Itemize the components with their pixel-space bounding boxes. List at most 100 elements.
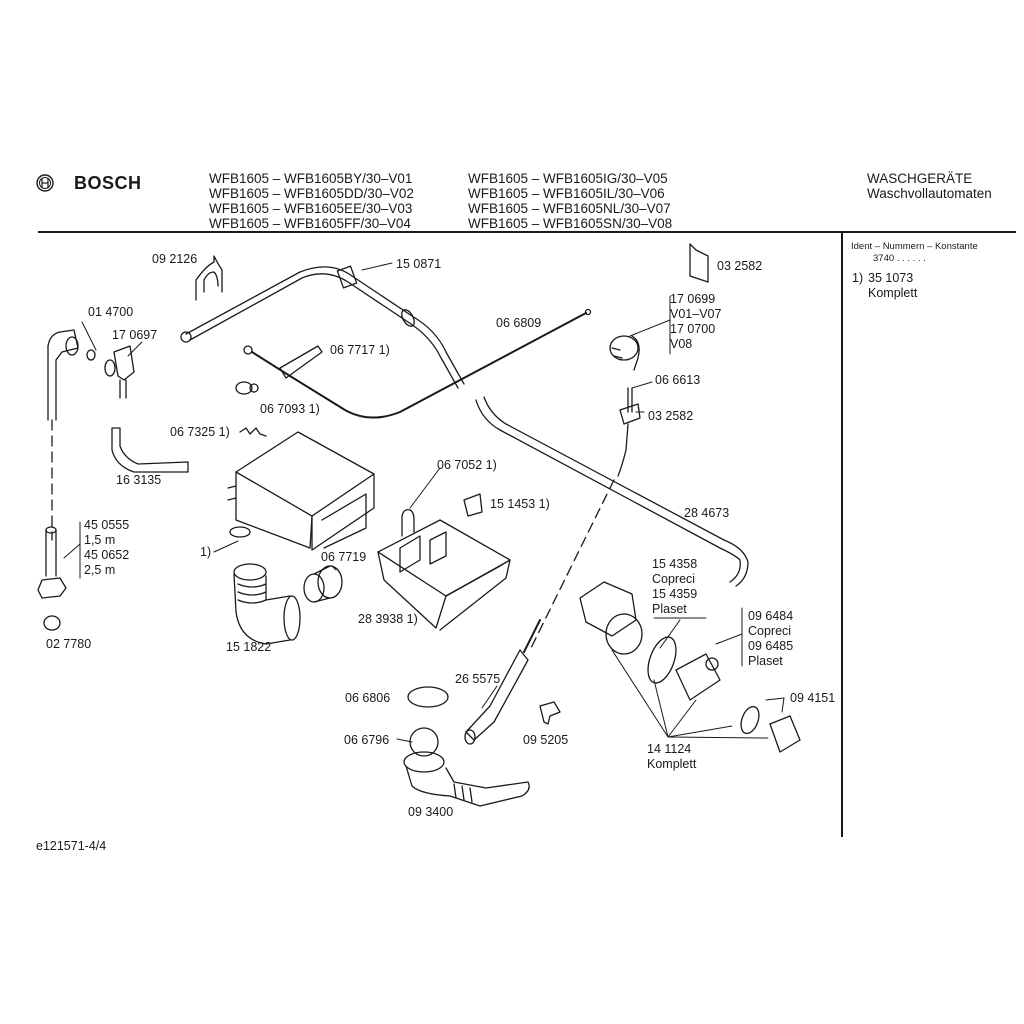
hose-150871-drawing (180, 265, 465, 389)
part-label-067719[interactable]: 06 7719 (321, 550, 367, 564)
note-marker: 1) (852, 271, 864, 285)
part-number: 45 0652 (84, 548, 130, 562)
part-number: 17 0700 (670, 322, 716, 336)
part-label-067325[interactable]: 06 7325 1) (170, 425, 230, 439)
part-variant: V08 (670, 337, 693, 351)
note-part-number: 35 1073 (868, 271, 914, 285)
model-list-left: WFB1605 – WFB1605BY/30–V01 WFB1605 – WFB… (209, 171, 414, 231)
part-label-283938[interactable]: 28 3938 1) (358, 612, 418, 626)
category-block: WASCHGERÄTE Waschvollautomaten (867, 171, 992, 201)
holder-092126-drawing (195, 255, 223, 301)
part-length: 2,5 m (84, 563, 116, 577)
category-title: WASCHGERÄTE (867, 171, 973, 186)
part-label-096484[interactable]: 09 6484 Copreci 09 6485 Plaset (748, 609, 793, 669)
part-label-141124[interactable]: 14 1124 Komplett (647, 742, 696, 772)
part-label-032582-top[interactable]: 03 2582 (717, 259, 763, 273)
header-divider (38, 231, 1016, 233)
sensor-tube-drawing (529, 387, 641, 651)
bosch-logo-icon (36, 174, 54, 197)
siphon-067052-drawing (401, 508, 415, 537)
model-line: WFB1605 – WFB1605IL/30–V06 (468, 186, 665, 201)
sleeve-067719-drawing (303, 565, 343, 603)
ident-value: 3740 . . . . . . (873, 253, 926, 264)
drawer-283938-drawing (377, 519, 511, 631)
model-line: WFB1605 – WFB1605SN/30–V08 (468, 216, 673, 231)
clip-067093-drawing (235, 381, 259, 395)
valve-170697-drawing (104, 345, 135, 399)
part-label-066809[interactable]: 06 6809 (496, 316, 542, 330)
part-number: 09 6485 (748, 639, 794, 653)
part-number: 45 0555 (84, 518, 130, 532)
part-label-footnote-1[interactable]: 1) (200, 545, 212, 559)
part-number: 15 4358 (652, 557, 698, 571)
clamp-066806-drawing (407, 686, 449, 708)
bracket-032582-drawing (689, 243, 709, 283)
part-label-284673[interactable]: 28 4673 (684, 506, 730, 520)
part-label-170699[interactable]: 17 0699 V01–V07 17 0700 V08 (670, 292, 721, 352)
model-line: WFB1605 – WFB1605IG/30–V05 (468, 171, 668, 186)
brand-name: BOSCH (74, 173, 142, 193)
part-label-066613[interactable]: 06 6613 (655, 373, 701, 387)
part-manufacturer: Plaset (652, 602, 687, 616)
part-label-032582-bottom[interactable]: 03 2582 (648, 409, 694, 423)
drawer-housing-drawing (227, 431, 375, 551)
part-label-170697[interactable]: 17 0697 (112, 328, 158, 342)
part-label-066806[interactable]: 06 6806 (345, 691, 391, 705)
part-manufacturer: Copreci (652, 572, 696, 586)
hose-450555-drawing (37, 526, 67, 599)
part-label-067717[interactable]: 06 7717 1) (330, 343, 390, 357)
model-line: WFB1605 – WFB1605DD/30–V02 (209, 186, 414, 201)
part-manufacturer: Copreci (748, 624, 792, 638)
model-list-right: WFB1605 – WFB1605IG/30–V05 WFB1605 – WFB… (468, 171, 672, 231)
part-label-027780[interactable]: 02 7780 (46, 637, 92, 651)
model-line: WFB1605 – WFB1605EE/30–V03 (209, 201, 413, 216)
part-label-163135[interactable]: 16 3135 (116, 473, 162, 487)
bellows-151822-drawing (233, 563, 301, 645)
part-label-093400[interactable]: 09 3400 (408, 805, 454, 819)
inlet-elbow-drawing (47, 329, 96, 541)
sump-093400-drawing (403, 727, 530, 807)
spring-067325-drawing (239, 427, 267, 437)
clip-095205-drawing (539, 701, 561, 725)
hose-284673-drawing (475, 396, 749, 587)
model-line: WFB1605 – WFB1605FF/30–V04 (209, 216, 411, 231)
part-number: 17 0699 (670, 292, 716, 306)
part-label-066796[interactable]: 06 6796 (344, 733, 390, 747)
part-label-092126[interactable]: 09 2126 (152, 252, 198, 266)
model-line: WFB1605 – WFB1605BY/30–V01 (209, 171, 413, 186)
note-description: Komplett (868, 286, 918, 300)
part-description: Komplett (647, 757, 697, 771)
part-label-265575[interactable]: 26 5575 (455, 672, 501, 686)
part-label-067052[interactable]: 06 7052 1) (437, 458, 497, 472)
part-label-151822[interactable]: 15 1822 (226, 640, 272, 654)
ident-title: Ident – Nummern – Konstante (851, 241, 978, 252)
cover-151453-drawing (463, 493, 483, 517)
hose-265575-drawing (464, 619, 541, 745)
part-label-151453[interactable]: 15 1453 1) (490, 497, 550, 511)
part-label-095205[interactable]: 09 5205 (523, 733, 569, 747)
part-label-450555[interactable]: 45 0555 1,5 m 45 0652 2,5 m (84, 518, 129, 578)
hose-163135-drawing (111, 427, 189, 473)
part-label-014700[interactable]: 01 4700 (88, 305, 134, 319)
part-label-154358[interactable]: 15 4358 Copreci 15 4359 Plaset (652, 557, 697, 617)
pressure-switch-drawing (609, 335, 640, 371)
pump-141124-drawing (579, 581, 801, 753)
part-number: 09 6484 (748, 609, 794, 623)
category-subtitle: Waschvollautomaten (867, 186, 992, 201)
part-length: 1,5 m (84, 533, 116, 547)
model-line: WFB1605 – WFB1605NL/30–V07 (468, 201, 671, 216)
part-label-150871[interactable]: 15 0871 (396, 257, 442, 271)
cable-066809-drawing (243, 308, 592, 419)
bracket-067717-drawing (279, 345, 323, 379)
part-number: 14 1124 (647, 742, 692, 756)
cap-027780-drawing (43, 615, 61, 631)
document-id: e121571-4/4 (36, 839, 107, 853)
leader-lines (63, 262, 785, 743)
part-label-067093[interactable]: 06 7093 1) (260, 402, 320, 416)
part-variant: V01–V07 (670, 307, 722, 321)
part-manufacturer: Plaset (748, 654, 783, 668)
part-number: 15 4359 (652, 587, 698, 601)
sidebar-divider (841, 233, 843, 837)
part-label-094151[interactable]: 09 4151 (790, 691, 836, 705)
